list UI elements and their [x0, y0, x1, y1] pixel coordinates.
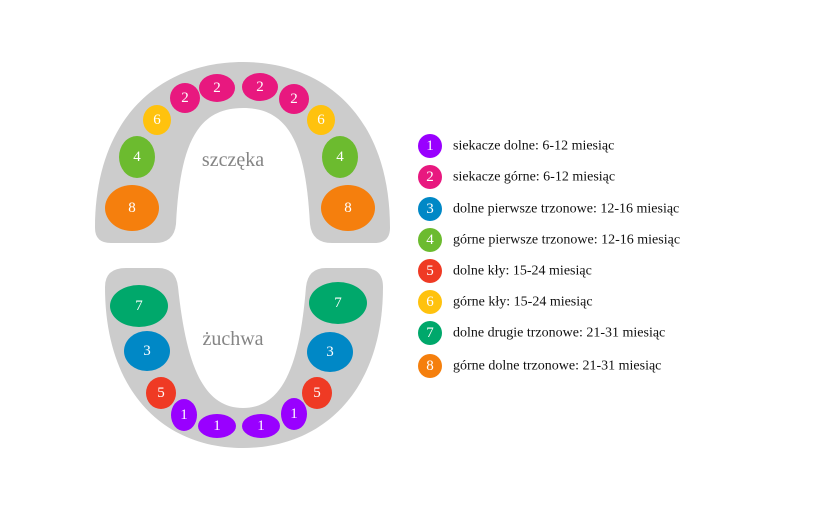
tooth-number: 3 — [143, 343, 151, 359]
legend-marker — [418, 321, 442, 345]
tooth-number: 4 — [133, 149, 141, 165]
tooth-2: 2 — [170, 83, 200, 113]
tooth-1: 1 — [198, 414, 236, 438]
tooth-1: 1 — [281, 398, 307, 430]
tooth-shape — [279, 84, 309, 114]
tooth-8: 8 — [321, 185, 375, 231]
tooth-8: 8 — [105, 185, 159, 231]
tooth-number: 8 — [128, 200, 136, 216]
tooth-number: 7 — [135, 298, 143, 314]
tooth-2: 2 — [199, 74, 235, 102]
lower-jaw-label: żuchwa — [202, 328, 263, 350]
tooth-number: 3 — [326, 344, 334, 360]
tooth-7: 7 — [309, 282, 367, 324]
legend-number: 6 — [426, 294, 434, 310]
tooth-number: 2 — [181, 90, 189, 106]
legend-item: 2 siekacze górne: 6-12 miesiąc — [418, 165, 615, 189]
tooth-number: 1 — [180, 407, 188, 423]
legend-marker — [418, 228, 442, 252]
legend-number: 4 — [426, 232, 434, 248]
legend-item: 5 dolne kły: 15-24 miesiąc — [418, 259, 592, 283]
legend-marker — [418, 197, 442, 221]
upper-teeth: 8 4 6 2 2 2 2 6 4 8 — [105, 73, 375, 231]
legend-item: 7 dolne drugie trzonowe: 21-31 miesiąc — [418, 321, 665, 345]
legend-marker — [418, 290, 442, 314]
tooth-shape — [307, 332, 353, 372]
legend-item: 4 górne pierwsze trzonowe: 12-16 miesiąc — [418, 228, 680, 252]
tooth-shape — [110, 285, 168, 327]
tooth-3: 3 — [307, 332, 353, 372]
tooth-shape — [198, 414, 236, 438]
legend-label: górne kły: 15-24 miesiąc — [453, 295, 593, 310]
tooth-shape — [105, 185, 159, 231]
legend-label: siekacze dolne: 6-12 miesiąc — [453, 139, 614, 154]
tooth-5: 5 — [302, 377, 332, 409]
legend-label: dolne drugie trzonowe: 21-31 miesiąc — [453, 326, 665, 341]
tooth-number: 2 — [256, 79, 264, 95]
tooth-shape — [242, 414, 280, 438]
tooth-number: 2 — [213, 80, 221, 96]
tooth-3: 3 — [124, 331, 170, 371]
legend-label: siekacze górne: 6-12 miesiąc — [453, 170, 615, 185]
tooth-4: 4 — [322, 136, 358, 178]
legend-label: górne dolne trzonowe: 21-31 miesiąc — [453, 359, 661, 374]
tooth-shape — [242, 73, 278, 101]
tooth-shape — [321, 185, 375, 231]
tooth-6: 6 — [307, 105, 335, 135]
tooth-number: 2 — [290, 91, 298, 107]
tooth-number: 7 — [334, 295, 342, 311]
tooth-5: 5 — [146, 377, 176, 409]
tooth-4: 4 — [119, 136, 155, 178]
tooth-number: 5 — [313, 385, 321, 401]
legend-label: dolne kły: 15-24 miesiąc — [453, 264, 592, 279]
legend-number: 2 — [426, 169, 434, 185]
tooth-number: 1 — [290, 406, 298, 422]
legend-item: 1 siekacze dolne: 6-12 miesiąc — [418, 134, 614, 158]
tooth-number: 1 — [257, 418, 265, 434]
legend-item: 3 dolne pierwsze trzonowe: 12-16 miesiąc — [418, 197, 679, 221]
tooth-number: 1 — [213, 418, 221, 434]
legend-number: 7 — [426, 325, 434, 341]
legend-number: 5 — [426, 263, 434, 279]
legend-number: 1 — [426, 138, 434, 154]
tooth-1: 1 — [242, 414, 280, 438]
tooth-shape — [307, 105, 335, 135]
legend-marker — [418, 134, 442, 158]
tooth-number: 5 — [157, 385, 165, 401]
tooth-number: 4 — [336, 149, 344, 165]
legend-marker — [418, 259, 442, 283]
tooth-7: 7 — [110, 285, 168, 327]
upper-jaw-label: szczęka — [202, 149, 264, 171]
tooth-shape — [143, 105, 171, 135]
tooth-shape — [171, 399, 197, 431]
legend-number: 8 — [426, 358, 434, 374]
legend-label: dolne pierwsze trzonowe: 12-16 miesiąc — [453, 202, 679, 217]
tooth-number: 8 — [344, 200, 352, 216]
legend-item: 8 górne dolne trzonowe: 21-31 miesiąc — [418, 354, 661, 378]
legend: 1 siekacze dolne: 6-12 miesiąc 2 siekacze g… — [418, 134, 680, 378]
tooth-shape — [119, 136, 155, 178]
tooth-shape — [322, 136, 358, 178]
tooth-6: 6 — [143, 105, 171, 135]
legend-item: 6 górne kły: 15-24 miesiąc — [418, 290, 593, 314]
legend-marker — [418, 354, 442, 378]
tooth-shape — [170, 83, 200, 113]
tooth-shape — [302, 377, 332, 409]
tooth-shape — [124, 331, 170, 371]
tooth-number: 6 — [317, 112, 325, 128]
tooth-number: 6 — [153, 112, 161, 128]
legend-marker — [418, 165, 442, 189]
tooth-1: 1 — [171, 399, 197, 431]
legend-number: 3 — [426, 201, 434, 217]
tooth-2: 2 — [279, 84, 309, 114]
tooth-shape — [281, 398, 307, 430]
legend-label: górne pierwsze trzonowe: 12-16 miesiąc — [453, 233, 680, 248]
tooth-shape — [146, 377, 176, 409]
tooth-2: 2 — [242, 73, 278, 101]
tooth-shape — [199, 74, 235, 102]
tooth-shape — [309, 282, 367, 324]
